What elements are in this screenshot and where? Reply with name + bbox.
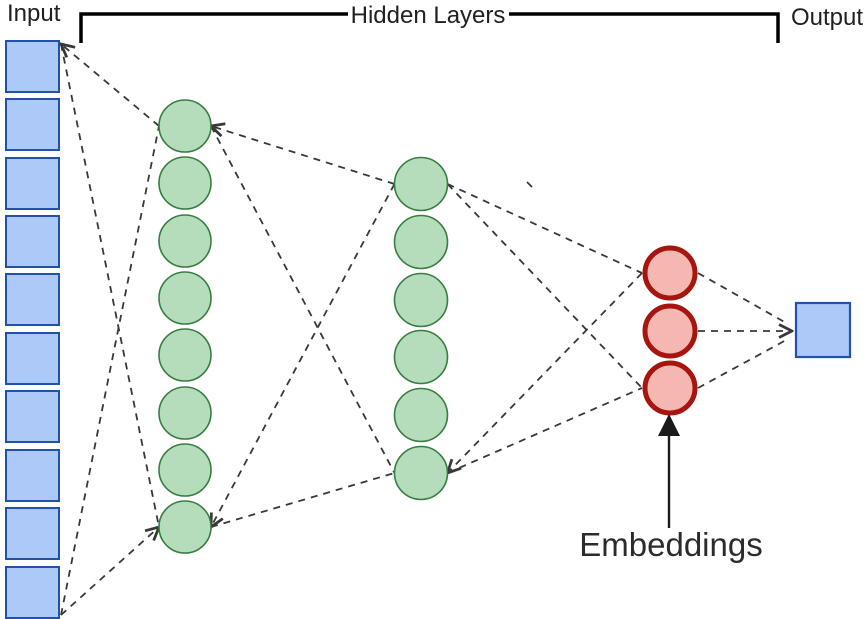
hidden-2-neuron [393,329,449,385]
hidden-2-neuron [393,214,449,270]
connector-line [526,181,536,191]
embeddings-neuron [642,303,698,359]
hidden-1-neuron [158,386,212,440]
connector-line [210,125,396,474]
input-node [5,40,60,93]
hidden-layers-label: Hidden Layers [350,2,506,29]
input-node [5,215,60,268]
input-node [5,390,60,443]
hidden-layers-bracket [79,12,780,43]
connector-lines [60,43,792,616]
connector-line [697,272,789,325]
hidden-1-neuron [158,156,212,210]
hidden-1-neuron [158,328,212,382]
input-node [5,98,60,151]
hidden-1-neuron [158,443,212,497]
hidden-2-neuron [393,156,449,212]
input-node [5,507,60,560]
embeddings-arrowhead [658,414,680,436]
hidden-1-neuron [158,214,212,268]
input-node [5,157,60,210]
connector-line [211,183,396,527]
hidden-1-neuron [158,99,212,153]
hidden-2-neuron [393,272,449,328]
hidden-1-neuron [158,271,212,325]
connector-line [697,338,789,389]
hidden-2-neuron [393,387,449,443]
connector-line [60,125,160,616]
output-label: Output [791,4,864,31]
output-node [794,301,852,359]
network-nodes [5,40,852,619]
input-label: Input [7,0,61,27]
connector-line [60,527,159,616]
embeddings-arrow [658,414,680,528]
connector-line [60,43,160,528]
hidden-2-neuron [393,445,449,501]
connector-line [211,126,395,185]
input-node [5,566,60,619]
input-node [5,273,60,326]
connector-line [61,44,160,127]
input-node [5,332,60,385]
connector-line [446,183,643,389]
embeddings-label: Embeddings [579,526,763,563]
hidden-1-neuron [158,500,212,554]
input-node [5,449,60,502]
embeddings-neuron [642,245,698,301]
embeddings-neuron [642,360,698,416]
connector-line [447,387,643,474]
connector-line [447,183,643,274]
connector-line [210,472,395,528]
connector-line [448,272,643,473]
